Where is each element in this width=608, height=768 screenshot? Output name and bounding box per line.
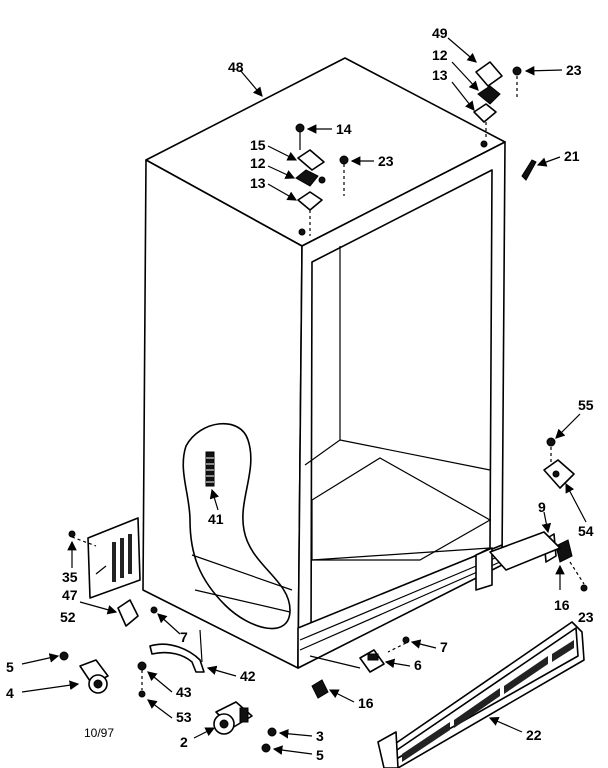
callout-9: 9	[538, 499, 546, 515]
right-lower-hinge	[489, 437, 588, 592]
callout-55: 55	[578, 397, 594, 413]
screw-7-right	[402, 636, 410, 644]
screw-5-left	[59, 651, 69, 661]
callout-3: 3	[316, 728, 324, 744]
roller-2	[213, 701, 253, 735]
right-leg	[475, 547, 493, 591]
cabinet	[142, 57, 506, 669]
leaders	[21, 37, 587, 755]
screw-53	[138, 690, 146, 698]
roller-4	[79, 659, 109, 694]
screw-23-right	[512, 66, 522, 76]
hinge-12-right	[477, 85, 501, 105]
kick-plate-22	[377, 621, 585, 768]
callout-5-bottom: 5	[316, 747, 324, 763]
base-panel-right	[489, 531, 561, 571]
callout-41: 41	[208, 511, 224, 527]
callout-5-left: 5	[6, 659, 14, 675]
callout-35: 35	[62, 569, 78, 585]
callout-23-lower: 23	[578, 609, 594, 625]
bracket-6	[359, 649, 385, 673]
callout-labels: 48 49 12 13 23 14 15 12 23 13 21 55 41 9…	[6, 25, 594, 763]
callout-43: 43	[176, 684, 192, 700]
callout-48: 48	[228, 59, 244, 75]
callout-54: 54	[578, 523, 594, 539]
hinge-cover-49	[475, 61, 503, 87]
roller-bracket-52	[117, 599, 139, 627]
date-code: 10/97	[84, 726, 114, 740]
hinge-shim-13-right	[473, 103, 497, 123]
tube-42	[149, 643, 205, 673]
screw-5-bottom	[261, 743, 271, 753]
pin-21	[521, 159, 537, 181]
callout-47: 47	[62, 587, 78, 603]
callout-7-right: 7	[440, 639, 448, 655]
hinge-shim-13	[297, 191, 323, 211]
callout-52: 52	[60, 609, 76, 625]
callout-2: 2	[180, 734, 188, 750]
right-hinge-assembly	[473, 61, 537, 181]
callout-14: 14	[336, 121, 352, 137]
kick-plate-end	[377, 731, 399, 768]
callout-49: 49	[432, 25, 448, 41]
callout-53: 53	[176, 709, 192, 725]
screw-14	[295, 123, 305, 133]
callout-12-center: 12	[250, 155, 266, 171]
screw-35	[68, 530, 76, 538]
bottom-parts	[213, 636, 410, 753]
callout-4: 4	[6, 685, 14, 701]
callout-16-right: 16	[554, 597, 570, 613]
callout-22: 22	[526, 727, 542, 743]
callout-12-right: 12	[432, 47, 448, 63]
hinge-cover-15	[297, 149, 325, 171]
center-hinge-assembly	[295, 123, 349, 236]
left-bracket	[59, 517, 205, 698]
callout-7-left: 7	[180, 629, 188, 645]
screw-3	[267, 727, 277, 737]
interior-floor	[311, 457, 492, 561]
coil-41	[205, 451, 215, 487]
hinge-12	[295, 169, 319, 187]
part-43	[137, 661, 147, 671]
callout-21: 21	[564, 148, 580, 164]
callout-42: 42	[240, 668, 256, 684]
callout-13-center: 13	[250, 175, 266, 191]
callout-13-right: 13	[432, 67, 448, 83]
clip-16-bottom	[311, 679, 329, 699]
kick-plate-grille	[402, 640, 574, 762]
callout-16-bottom: 16	[358, 695, 374, 711]
callout-23-center: 23	[378, 153, 394, 169]
callout-23-right: 23	[566, 62, 582, 78]
callout-15: 15	[250, 137, 266, 153]
screw-23-center	[339, 155, 349, 165]
hinge-16-right	[555, 539, 573, 563]
screw-55	[546, 437, 556, 447]
callout-6: 6	[414, 657, 422, 673]
